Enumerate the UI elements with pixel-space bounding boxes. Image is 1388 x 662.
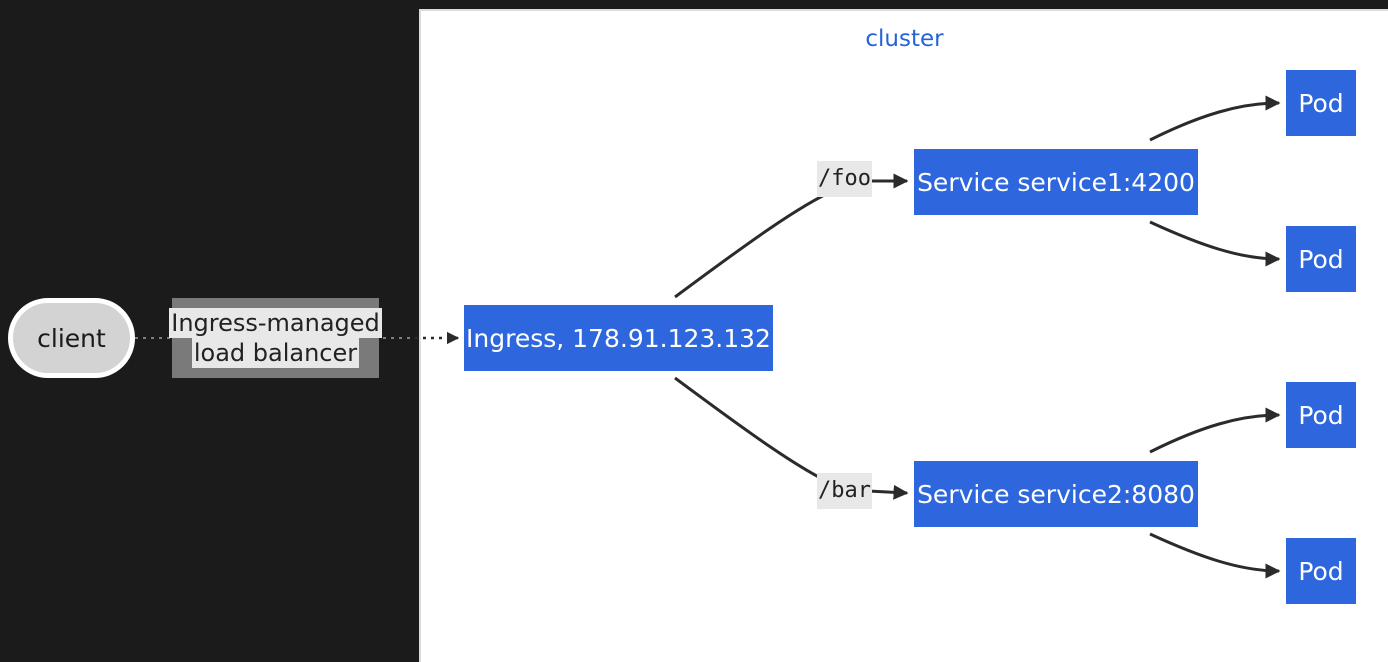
edge-label-bar: /bar (817, 473, 872, 509)
edge-label-foo: /foo (817, 161, 872, 197)
service1-node[interactable]: Service service1:4200 (914, 149, 1198, 215)
pod-node-3[interactable]: Pod (1286, 382, 1356, 448)
pod-label: Pod (1298, 88, 1344, 118)
edge-ingress-to-service2 (674, 376, 909, 500)
service2-node[interactable]: Service service2:8080 (914, 461, 1198, 527)
service2-label: Service service2:8080 (917, 479, 1195, 509)
ingress-node[interactable]: Ingress, 178.91.123.132 (464, 305, 773, 371)
pod-label: Pod (1298, 400, 1344, 430)
load-balancer-label-line-2: load balancer (191, 338, 360, 368)
pod-node-4[interactable]: Pod (1286, 538, 1356, 604)
load-balancer-node[interactable]: Ingress-managed load balancer (169, 298, 382, 378)
client-label: client (37, 323, 106, 353)
edge-service2-to-pod4 (1149, 532, 1281, 579)
ingress-label: Ingress, 178.91.123.132 (466, 323, 771, 353)
pod-label: Pod (1298, 244, 1344, 274)
edge-service2-to-pod3 (1149, 407, 1281, 454)
edge-ingress-to-service1 (674, 173, 909, 299)
edge-service1-to-pod2 (1149, 220, 1281, 267)
pod-label: Pod (1298, 556, 1344, 586)
pod-node-1[interactable]: Pod (1286, 70, 1356, 136)
edge-service1-to-pod1 (1149, 95, 1281, 142)
load-balancer-label-line-1: Ingress-managed (169, 308, 382, 338)
cluster-label: cluster (865, 26, 944, 52)
client-node[interactable]: client (8, 298, 135, 378)
pod-node-2[interactable]: Pod (1286, 226, 1356, 292)
service1-label: Service service1:4200 (917, 167, 1195, 197)
